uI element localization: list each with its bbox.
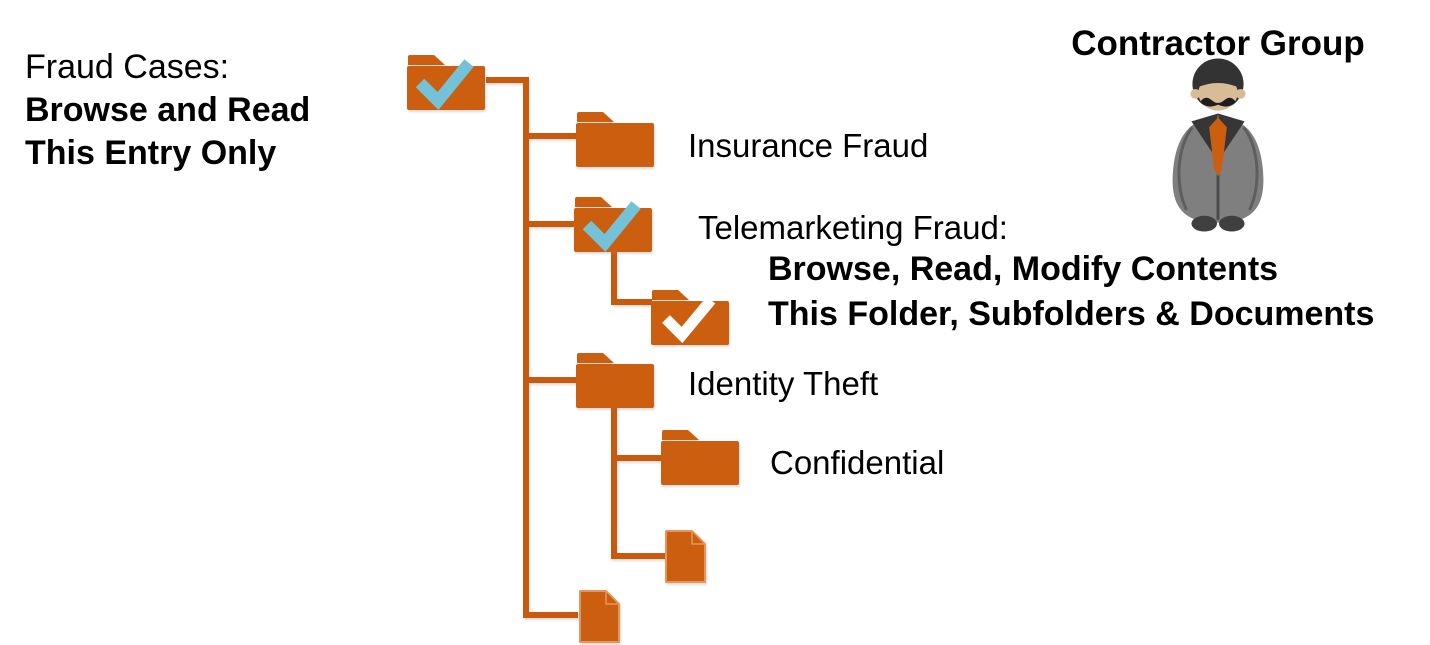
right-ear: [1235, 88, 1246, 99]
insurance-fraud-label: Insurance Fraud: [688, 127, 929, 164]
white-checkmark-icon: [662, 296, 716, 344]
folder-tab: [575, 197, 612, 207]
mustache: [1200, 97, 1236, 107]
telemarketing-fraud-label: Telemarketing Fraud:: [698, 209, 1008, 246]
telemarketing-subfolder-icon: [651, 290, 729, 345]
left-shoe: [1191, 215, 1218, 232]
folder-tab: [652, 290, 689, 300]
contractor-group-title: Contractor Group: [1071, 24, 1365, 63]
identity-document-icon: [665, 530, 706, 583]
right-arm-line: [1242, 126, 1259, 211]
document-fold-corner: [605, 590, 620, 605]
telemarketing-subfolder-connector: [611, 250, 652, 305]
contractor-person-icon: [1172, 58, 1264, 232]
left-lapel: [1191, 113, 1218, 157]
blue-checkmark-icon: [415, 59, 474, 110]
telemarketing-permission-line2: This Folder, Subfolders & Documents: [768, 295, 1375, 333]
folder-body: [661, 441, 739, 485]
folder-tab: [408, 55, 445, 65]
root-permission-label: Fraud Cases: Browse and Read This Entry …: [25, 46, 310, 175]
confidential-folder-icon: [661, 430, 739, 485]
root-permission-line2: Browse and Read: [25, 91, 311, 129]
insurance-folder-icon: [576, 112, 654, 167]
folder-tab: [662, 430, 699, 440]
blue-checkmark-icon: [582, 201, 641, 252]
right-lapel: [1218, 113, 1245, 157]
tie: [1209, 117, 1227, 177]
folder-body: [576, 123, 654, 167]
left-ear: [1190, 88, 1201, 99]
trunk-connector: [486, 77, 578, 618]
folder-tab: [577, 353, 614, 363]
telemarketing-permission-line1: Browse, Read, Modify Contents: [768, 250, 1279, 288]
left-arm-line: [1177, 126, 1194, 211]
hair-fringe: [1196, 69, 1240, 88]
folder-tab: [577, 112, 614, 122]
root-permission-line1: Fraud Cases:: [25, 48, 230, 86]
root-folder-icon: [407, 55, 485, 110]
document-fold-corner: [691, 530, 706, 545]
confidential-label: Confidential: [770, 444, 945, 481]
right-shoe: [1218, 215, 1245, 232]
folder-body: [576, 364, 654, 408]
root-document-icon: [579, 590, 620, 643]
identity-theft-label: Identity Theft: [688, 365, 879, 402]
identity-theft-folder-icon: [576, 353, 654, 408]
root-permission-line3: This Entry Only: [25, 134, 277, 172]
identity-document-connector: [611, 405, 665, 559]
telemarketing-folder-icon: [574, 197, 652, 252]
